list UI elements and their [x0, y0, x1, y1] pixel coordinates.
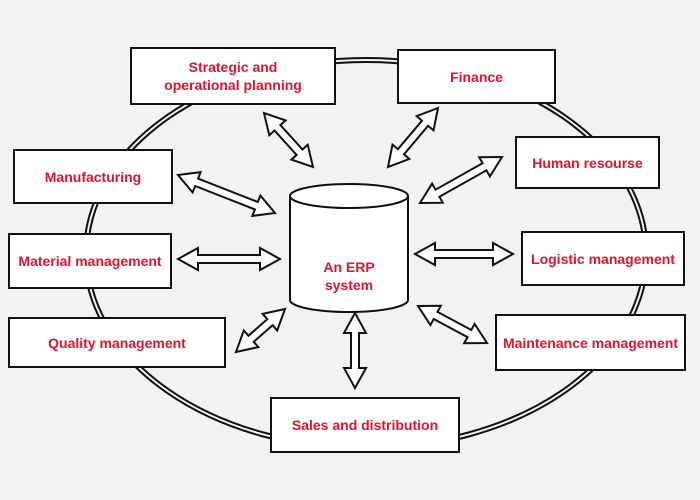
module-finance: Finance	[397, 49, 556, 104]
arrow-maintenance	[416, 304, 489, 345]
module-label: Maintenance management	[502, 334, 679, 351]
arrow-material	[175, 246, 283, 272]
module-label: Sales and distribution	[291, 417, 439, 433]
module-quality-management: Quality management	[8, 317, 226, 368]
arrow-finance	[386, 106, 440, 169]
module-logistic-management: Logistic management	[521, 231, 685, 286]
module-label: Quality management	[48, 334, 186, 351]
module-label: Strategic and operational planning	[164, 59, 302, 93]
module-label: Finance	[450, 68, 503, 85]
module-strategic-planning: Strategic and operational planning	[130, 47, 336, 105]
arrow-manufacturing	[176, 170, 277, 218]
module-label: Logistic management	[531, 250, 675, 267]
arrow-quality	[234, 307, 287, 354]
module-material-management: Material management	[8, 233, 172, 289]
arrow-strategic	[262, 111, 315, 169]
module-label: Material management	[18, 253, 162, 269]
module-manufacturing: Manufacturing	[13, 149, 173, 204]
module-label: Manufacturing	[44, 168, 142, 185]
arrow-sales	[342, 310, 368, 391]
module-sales-distribution: Sales and distribution	[270, 397, 460, 453]
arrow-logistic	[412, 241, 516, 267]
module-human-resource: Human resourse	[515, 136, 660, 189]
arrow-human-resource	[418, 155, 504, 205]
erp-system-label: An ERP system	[323, 259, 375, 293]
module-label: Human resourse	[532, 154, 643, 171]
module-maintenance-management: Maintenance management	[495, 314, 686, 371]
erp-database-icon	[289, 183, 409, 313]
